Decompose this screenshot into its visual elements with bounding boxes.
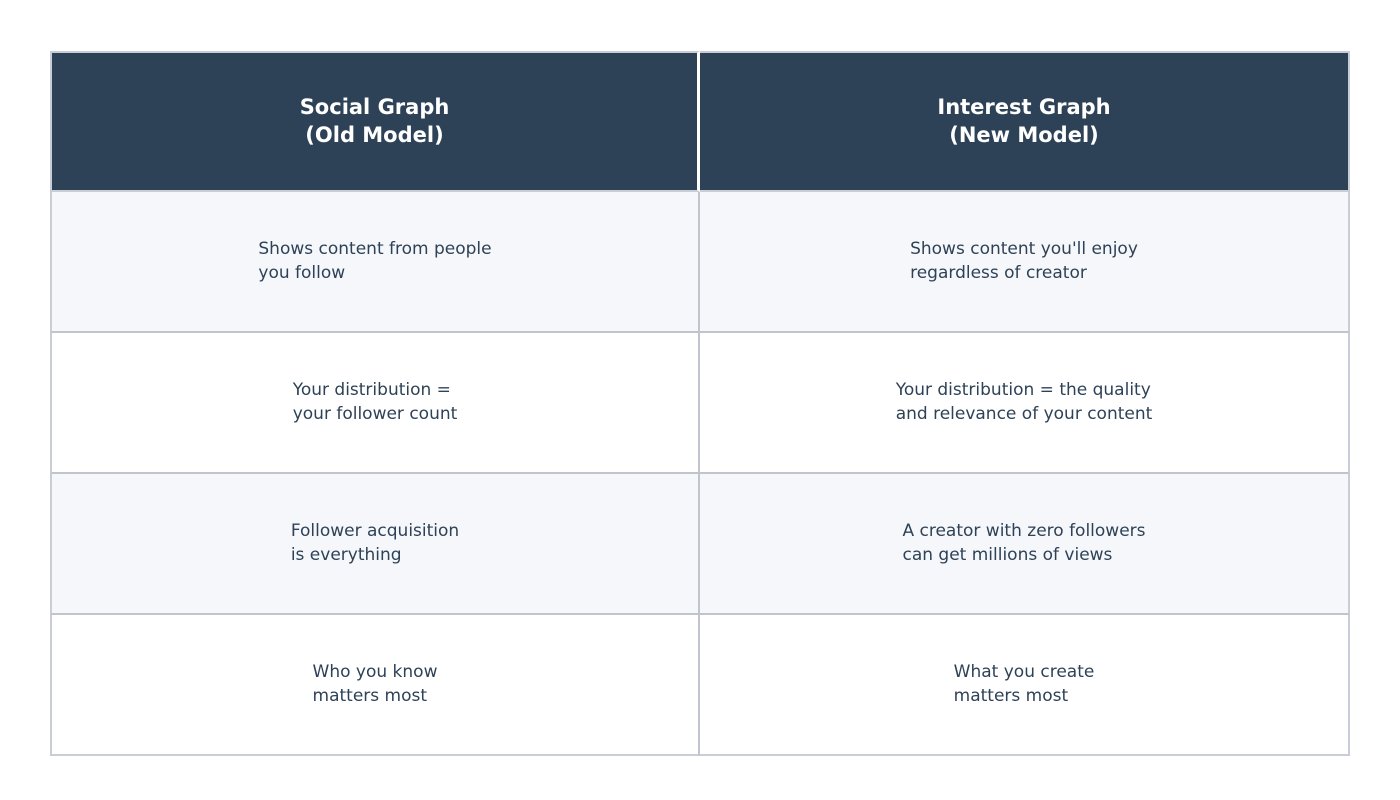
table-cell-social-graph: Shows content from people you follow	[50, 192, 700, 333]
comparison-table-container: Social Graph (Old Model) Interest Graph …	[50, 51, 1350, 756]
comparison-table: Social Graph (Old Model) Interest Graph …	[50, 51, 1350, 756]
column-header-social-graph-title: Social Graph	[299, 94, 450, 119]
table-cell-interest-graph: Shows content you'll enjoy regardless of…	[700, 192, 1350, 333]
table-cell-social-graph: Your distribution = your follower count	[50, 333, 700, 474]
cell-text: A creator with zero followers can get mi…	[902, 521, 1146, 565]
table-row: Who you know matters most What you creat…	[50, 615, 1350, 756]
cell-text: Who you know matters most	[312, 662, 438, 706]
table-row: Follower acquisition is everything A cre…	[50, 474, 1350, 615]
column-header-interest-graph-subtitle: (New Model)	[949, 122, 1099, 147]
cell-text: Your distribution = your follower count	[292, 380, 458, 424]
column-header-interest-graph: Interest Graph (New Model)	[700, 51, 1350, 192]
cell-text: Follower acquisition is everything	[290, 521, 460, 565]
table-cell-social-graph: Follower acquisition is everything	[50, 474, 700, 615]
column-header-social-graph-subtitle: (Old Model)	[305, 122, 444, 147]
table-body: Shows content from people you follow Sho…	[50, 192, 1350, 756]
column-header-social-graph: Social Graph (Old Model)	[50, 51, 700, 192]
table-cell-interest-graph: A creator with zero followers can get mi…	[700, 474, 1350, 615]
table-cell-interest-graph: Your distribution = the quality and rele…	[700, 333, 1350, 474]
table-header: Social Graph (Old Model) Interest Graph …	[50, 51, 1350, 192]
cell-text: Your distribution = the quality and rele…	[895, 380, 1153, 424]
table-cell-social-graph: Who you know matters most	[50, 615, 700, 756]
table-row: Your distribution = your follower count …	[50, 333, 1350, 474]
table-row: Shows content from people you follow Sho…	[50, 192, 1350, 333]
cell-text: What you create matters most	[953, 662, 1095, 706]
header-row: Social Graph (Old Model) Interest Graph …	[50, 51, 1350, 192]
table-cell-interest-graph: What you create matters most	[700, 615, 1350, 756]
cell-text: Shows content you'll enjoy regardless of…	[910, 239, 1138, 283]
column-header-interest-graph-title: Interest Graph	[937, 94, 1111, 119]
cell-text: Shows content from people you follow	[258, 239, 492, 283]
